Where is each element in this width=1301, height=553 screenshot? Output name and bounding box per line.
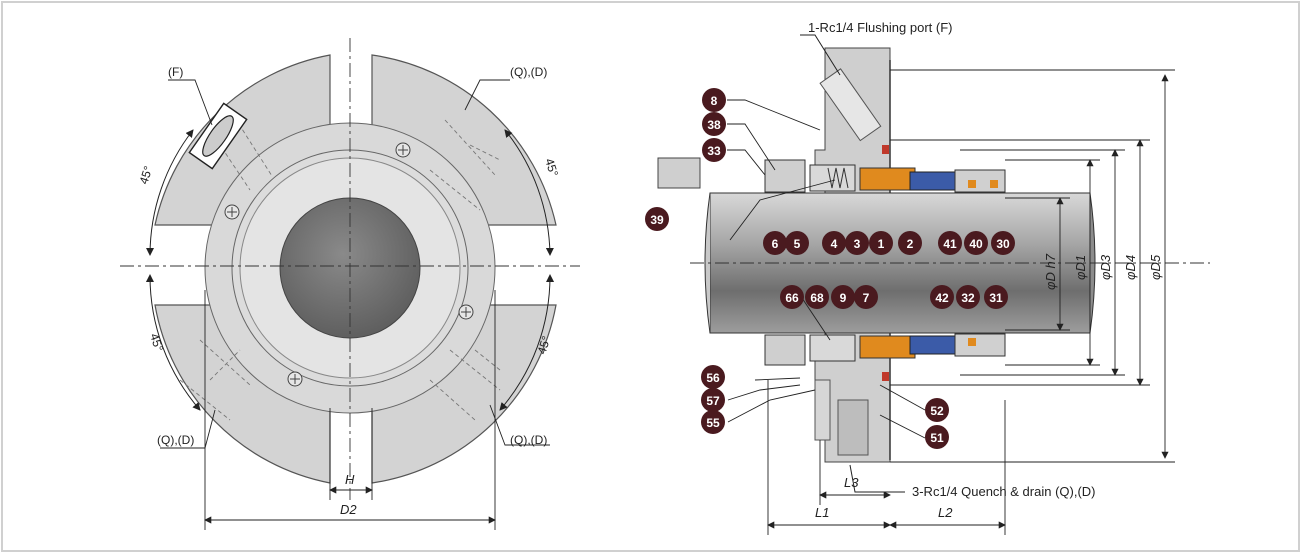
label-qd-bottom-left: (Q),(D) xyxy=(157,433,194,447)
dim-d1: φD1 xyxy=(1073,255,1088,280)
part-badge-label-38: 38 xyxy=(707,118,721,132)
part-badge-label-42: 42 xyxy=(935,291,949,305)
dim-dh7: φD h7 xyxy=(1043,253,1058,290)
part-badge-label-2: 2 xyxy=(907,237,914,251)
part-badge-38 xyxy=(702,112,726,136)
part-badge-30 xyxy=(991,231,1015,255)
note-flushing-port: 1-Rc1/4 Flushing port (F) xyxy=(808,20,953,35)
part-badge-label-57: 57 xyxy=(706,394,720,408)
label-flush-port: (F) xyxy=(168,65,183,79)
screw-icon xyxy=(224,142,474,387)
part-badge-label-39: 39 xyxy=(650,213,664,227)
part-badge-label-31: 31 xyxy=(989,291,1003,305)
label-qd-bottom-right: (Q),(D) xyxy=(510,433,547,447)
part-badge-label-55: 55 xyxy=(706,416,720,430)
part-badge-label-56: 56 xyxy=(706,371,720,385)
part-badge-6 xyxy=(763,231,787,255)
angle-top-right: 45° xyxy=(542,157,561,179)
dim-d5: φD5 xyxy=(1148,254,1163,280)
part-badge-label-66: 66 xyxy=(785,291,799,305)
part-badge-56 xyxy=(701,365,725,389)
part-badge-33 xyxy=(702,138,726,162)
part-badge-label-51: 51 xyxy=(930,431,944,445)
part-badge-40 xyxy=(964,231,988,255)
dim-l2: L2 xyxy=(938,505,953,520)
angle-bottom-left: 45° xyxy=(147,332,166,354)
angle-top-left: 45° xyxy=(137,164,156,186)
part-badge-label-3: 3 xyxy=(854,237,861,251)
part-badge-2 xyxy=(898,231,922,255)
section-view: 1-Rc1/4 Flushing port (F) 3-Rc1/4 Quench… xyxy=(645,20,1210,535)
part-badge-66 xyxy=(780,285,804,309)
part-badge-label-30: 30 xyxy=(996,237,1010,251)
part-badge-52 xyxy=(925,398,949,422)
front-view: (F) (Q),(D) (Q),(D) (Q),(D) 45° 45° 45° … xyxy=(120,38,580,530)
part-badge-label-5: 5 xyxy=(794,237,801,251)
part-badge-label-4: 4 xyxy=(831,237,838,251)
part-badge-label-33: 33 xyxy=(707,144,721,158)
part-badge-3 xyxy=(845,231,869,255)
dim-h: H xyxy=(345,472,355,487)
note-quench-drain: 3-Rc1/4 Quench & drain (Q),(D) xyxy=(912,484,1096,499)
part-badge-57 xyxy=(701,388,725,412)
part-badge-51 xyxy=(925,425,949,449)
part-badge-41 xyxy=(938,231,962,255)
part-badge-5 xyxy=(785,231,809,255)
dim-l3: L3 xyxy=(844,475,859,490)
part-badge-1 xyxy=(869,231,893,255)
part-badge-32 xyxy=(956,285,980,309)
part-badge-label-40: 40 xyxy=(969,237,983,251)
part-badge-label-1: 1 xyxy=(878,237,885,251)
part-badge-68 xyxy=(805,285,829,309)
dim-d2: D2 xyxy=(340,502,357,517)
part-badge-label-68: 68 xyxy=(810,291,824,305)
part-badge-55 xyxy=(701,410,725,434)
part-badge-label-7: 7 xyxy=(863,291,870,305)
part-badge-9 xyxy=(831,285,855,309)
angle-bottom-right: 45° xyxy=(535,334,554,356)
part-badge-label-41: 41 xyxy=(943,237,957,251)
dim-d4: φD4 xyxy=(1123,255,1138,280)
part-badge-31 xyxy=(984,285,1008,309)
part-badge-42 xyxy=(930,285,954,309)
part-badge-4 xyxy=(822,231,846,255)
part-badge-8 xyxy=(702,88,726,112)
label-qd-top: (Q),(D) xyxy=(510,65,547,79)
dim-d3: φD3 xyxy=(1098,254,1113,280)
part-badge-label-52: 52 xyxy=(930,404,944,418)
dim-l1: L1 xyxy=(815,505,829,520)
part-badge-label-8: 8 xyxy=(711,94,718,108)
part-badge-label-9: 9 xyxy=(840,291,847,305)
part-badge-7 xyxy=(854,285,878,309)
part-badge-label-32: 32 xyxy=(961,291,975,305)
part-badge-label-6: 6 xyxy=(772,237,779,251)
part-badge-39 xyxy=(645,207,669,231)
